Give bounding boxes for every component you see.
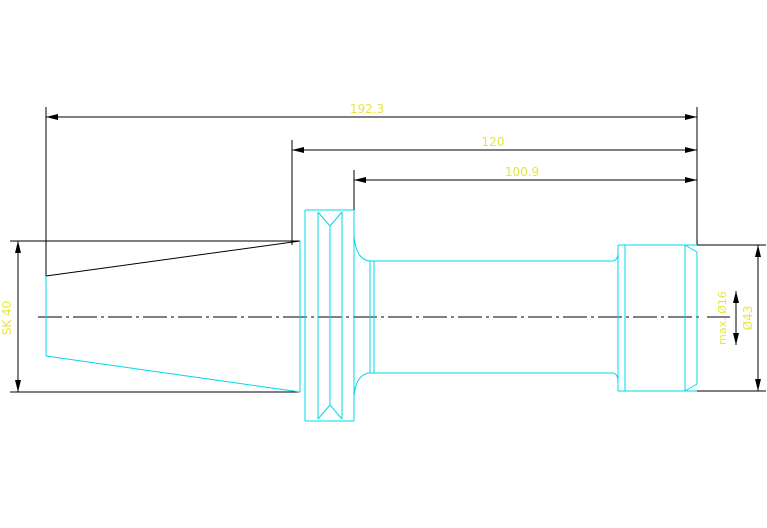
arrow-192-right bbox=[685, 114, 697, 120]
arrow-120-right bbox=[685, 147, 697, 153]
arrow-d43-top bbox=[755, 245, 761, 257]
v-groove-bottom bbox=[317, 404, 343, 420]
label-overall-length: 192.3 bbox=[350, 102, 384, 116]
arrow-d16-bottom bbox=[733, 333, 739, 345]
arrow-192-left bbox=[46, 114, 58, 120]
label-bore-max-d16: max. Ø16 bbox=[716, 291, 729, 345]
label-taper-sk40: SK 40 bbox=[0, 301, 14, 336]
arrow-120-left bbox=[292, 147, 304, 153]
arrow-d16-top bbox=[733, 291, 739, 303]
arrow-100-left bbox=[354, 177, 366, 183]
label-length-120: 120 bbox=[482, 135, 505, 149]
label-length-100-9: 100.9 bbox=[505, 165, 539, 179]
shank-bottom-fillet bbox=[353, 372, 371, 397]
arrowheads bbox=[15, 114, 761, 392]
taper-bottom-edge bbox=[45, 355, 301, 393]
collar-chamfer-top bbox=[684, 244, 698, 253]
arrow-100-right bbox=[685, 177, 697, 183]
collar-chamfer-bottom bbox=[684, 383, 698, 392]
arrow-d43-bottom bbox=[755, 379, 761, 391]
taper-top-edge bbox=[45, 240, 301, 277]
v-groove-top bbox=[317, 211, 343, 227]
dimension-lines bbox=[10, 107, 766, 393]
shank-top-fillet bbox=[353, 235, 371, 262]
arrow-sk40-bottom bbox=[15, 380, 21, 392]
label-outer-d43: Ø43 bbox=[741, 306, 755, 331]
relief-top bbox=[611, 245, 619, 262]
tool-holder-outline bbox=[45, 209, 698, 422]
arrow-sk40-top bbox=[15, 241, 21, 253]
relief-bottom bbox=[611, 372, 619, 391]
